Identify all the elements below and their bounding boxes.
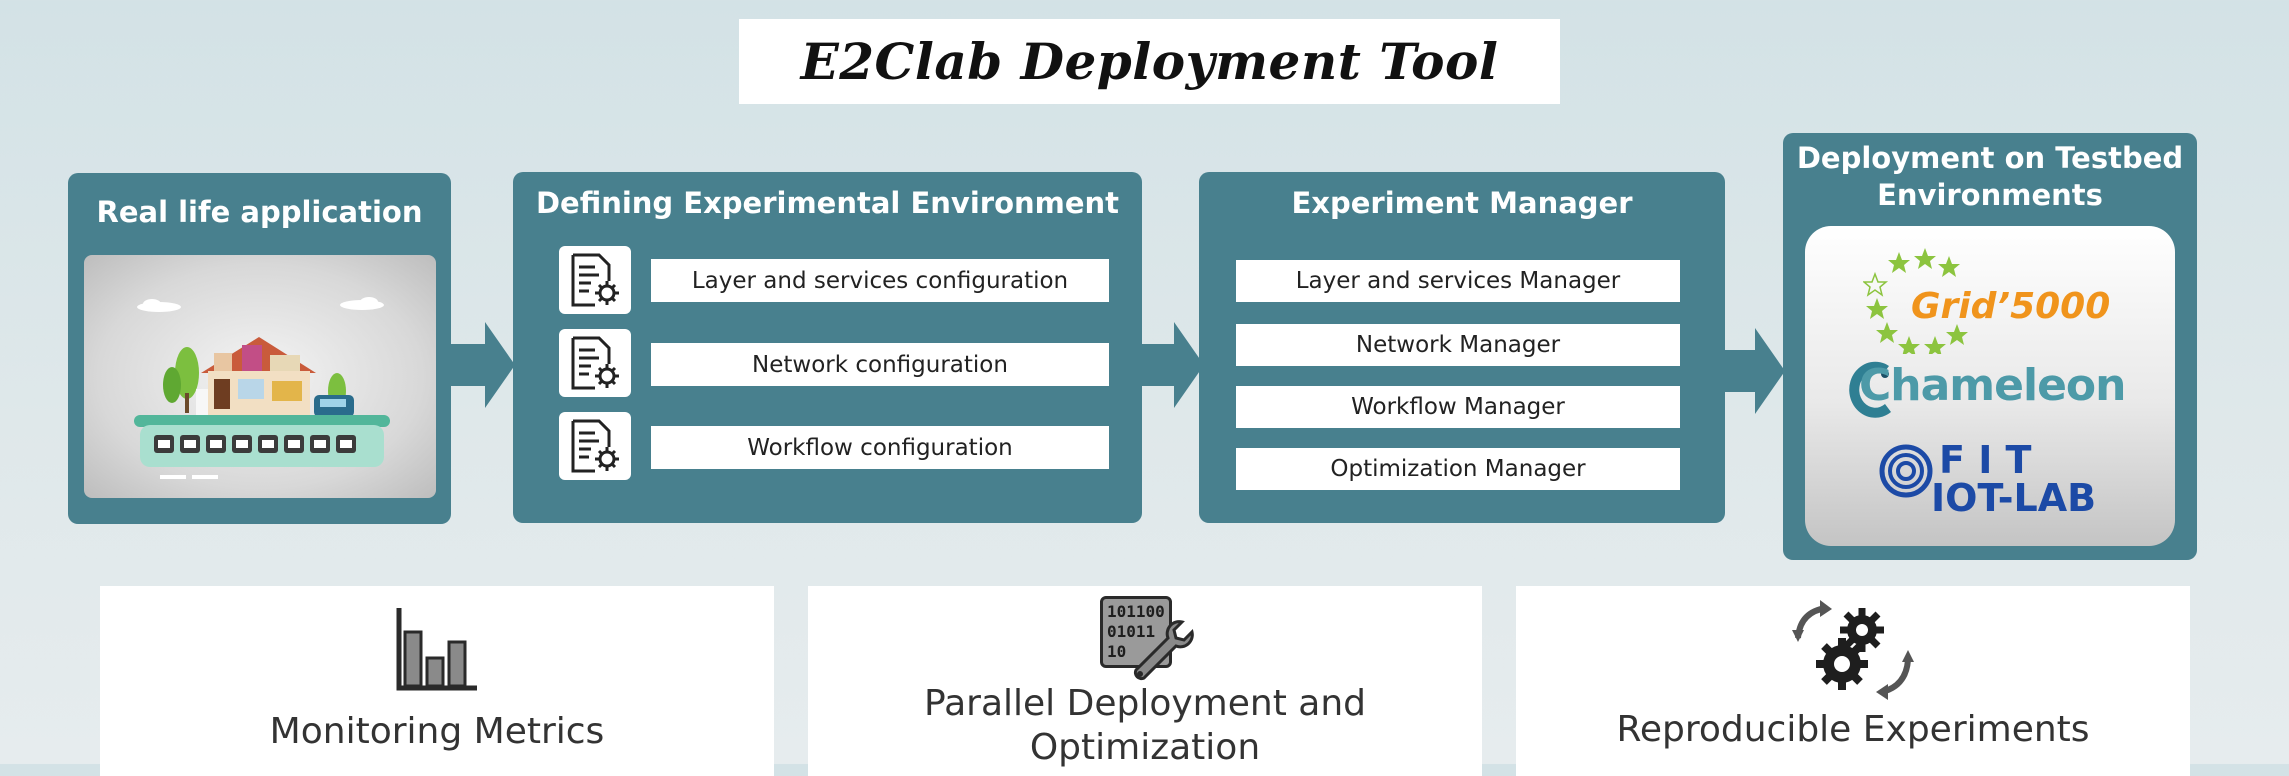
testbed-title-line1: Deployment on Testbed [1796, 141, 2184, 175]
iotlab-text: IOT-LAB [1931, 476, 2097, 520]
binary-line: 01011 [1107, 622, 1156, 641]
chameleon-text: Chameleon [1859, 360, 2126, 411]
config-document-icon [559, 246, 631, 314]
network-manager-item: Network Manager [1236, 324, 1680, 366]
parallel-deployment-card: 101100 01011 10 Parallel Deployment and … [808, 586, 1482, 776]
fit-text: F I T [1939, 438, 2032, 482]
page-title: E2Clab Deployment Tool [800, 32, 1499, 91]
network-config-item: Network configuration [651, 343, 1109, 386]
workflow-config-item: Workflow configuration [651, 426, 1109, 469]
flow-arrow-2 [1140, 322, 1204, 413]
fit-iotlab-logo: F I T IOT-LAB [1879, 438, 2119, 524]
binary-wrench-icon: 101100 01011 10 [1100, 594, 1194, 684]
gears-cycle-icon [1792, 600, 1916, 705]
real-life-panel: Real life application [68, 173, 451, 524]
testbed-title-line2: Environments [1877, 178, 2103, 212]
config-document-icon [559, 329, 631, 397]
real-life-title: Real life application [96, 195, 423, 229]
monitoring-label: Monitoring Metrics [269, 711, 605, 752]
monitoring-card: Monitoring Metrics [100, 586, 774, 776]
grid5000-logo: Grid’5000 [1863, 244, 2123, 354]
experiment-manager-title: Experiment Manager [1291, 186, 1633, 220]
defining-environment-panel: Defining Experimental Environment Layer … [513, 172, 1142, 523]
smart-home-image [84, 255, 436, 498]
optimization-manager-item: Optimization Manager [1236, 448, 1680, 490]
defining-environment-title: Defining Experimental Environment [535, 186, 1120, 220]
reproducible-label: Reproducible Experiments [1616, 709, 2090, 750]
parallel-deployment-label-line1: Parallel Deployment and [924, 683, 1366, 724]
config-document-icon [559, 412, 631, 480]
experiment-manager-panel: Experiment Manager Layer and services Ma… [1199, 172, 1725, 523]
reproducible-card: Reproducible Experiments [1516, 586, 2190, 776]
flow-arrow-3 [1723, 328, 1785, 419]
title-box: E2Clab Deployment Tool [739, 19, 1560, 104]
parallel-deployment-label-line2: Optimization [1029, 727, 1261, 768]
binary-code-box: 101100 01011 10 [1100, 596, 1172, 668]
binary-line: 101100 [1107, 602, 1165, 621]
workflow-manager-item: Workflow Manager [1236, 386, 1680, 428]
layer-services-manager-item: Layer and services Manager [1236, 260, 1680, 302]
chameleon-logo: Chameleon [1845, 354, 2155, 424]
binary-line: 10 [1107, 642, 1127, 661]
layer-services-config-item: Layer and services configuration [651, 259, 1109, 302]
bar-chart-icon [395, 606, 479, 697]
testbed-logos-box: Grid’5000 Chameleon F I T IOT-LAB [1805, 226, 2175, 546]
flow-arrow-1 [451, 322, 515, 413]
grid5000-text: Grid’5000 [1911, 286, 2111, 327]
testbed-panel: Deployment on Testbed Environments Grid’… [1783, 133, 2197, 560]
